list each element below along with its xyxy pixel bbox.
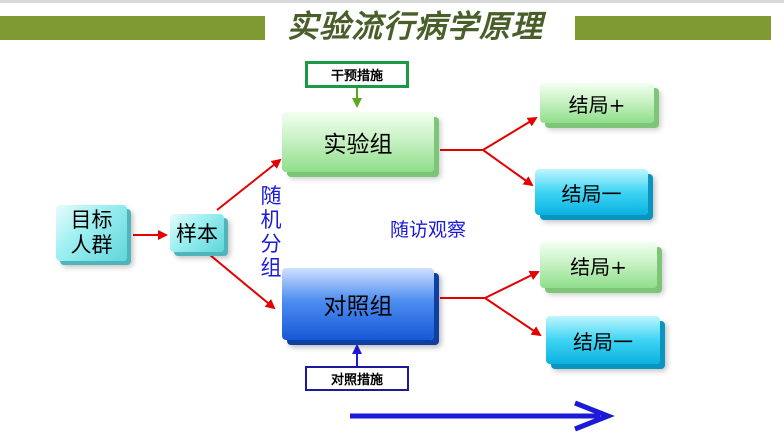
outcome-ctrl-negative-label: 结局一 — [573, 329, 633, 354]
outcome-exp-positive-label: 结局+ — [568, 92, 626, 117]
experimental-group-label: 实验组 — [323, 132, 393, 158]
target-population-label: 目标人群 — [70, 208, 113, 257]
arrow-sample-to-experimental — [216, 158, 282, 211]
control-group-label: 对照组 — [323, 294, 393, 320]
title-bar-right — [575, 16, 771, 40]
outcome-exp-negative-label: 结局一 — [561, 181, 622, 206]
outcome-ctrl-negative-box: 结局一 — [546, 316, 660, 364]
outcome-exp-positive-box: 结局+ — [540, 83, 654, 123]
control-measure-box: 对照措施 — [305, 366, 409, 391]
sample-box: 样本 — [170, 214, 224, 252]
outcome-exp-negative-box: 结局一 — [535, 169, 648, 215]
arrow-exp-to-negative — [482, 149, 534, 187]
intervention-box: 干预措施 — [305, 61, 409, 88]
outcome-ctrl-positive-label: 结局+ — [570, 254, 627, 279]
title-bar-left — [0, 16, 265, 40]
follow-up-label: 随访观察 — [390, 219, 467, 241]
outcome-ctrl-positive-box: 结局+ — [540, 242, 657, 288]
arrow-ctrl-to-positive — [484, 271, 540, 299]
sample-label: 样本 — [176, 222, 218, 246]
top-border — [0, 0, 784, 3]
arrow-ctrl-to-negative — [484, 297, 542, 337]
target-population-box: 目标人群 — [56, 205, 127, 261]
control-measure-label: 对照措施 — [330, 373, 383, 388]
randomization-label: 随机分组 — [260, 184, 282, 280]
intervention-label: 干预措施 — [330, 69, 383, 84]
arrow-exp-to-positive — [482, 116, 538, 151]
follow-up-time-arrowhead — [574, 400, 615, 432]
slide-title: 实验流行病学原理 — [287, 9, 543, 45]
control-group-box: 对照组 — [282, 268, 434, 340]
arrow-sample-to-control — [209, 254, 276, 310]
experimental-group-box: 实验组 — [282, 112, 434, 172]
